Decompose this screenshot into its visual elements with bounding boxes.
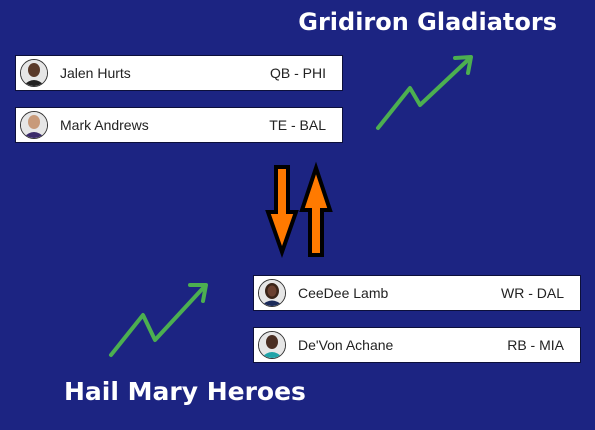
- player-position-team: WR - DAL: [501, 285, 564, 301]
- team-name-hail-mary-heroes: Hail Mary Heroes: [64, 377, 306, 406]
- player-card[interactable]: Jalen Hurts QB - PHI: [15, 55, 343, 91]
- player-position-team: RB - MIA: [507, 337, 564, 353]
- player-name: De'Von Achane: [298, 337, 394, 353]
- player-headshot-icon: [20, 111, 48, 139]
- player-card[interactable]: Mark Andrews TE - BAL: [15, 107, 343, 143]
- player-position-team: QB - PHI: [269, 65, 326, 81]
- swap-arrows-icon: [265, 161, 333, 259]
- player-card[interactable]: De'Von Achane RB - MIA: [253, 327, 581, 363]
- player-headshot-icon: [258, 279, 286, 307]
- player-headshot-icon: [258, 331, 286, 359]
- player-name: Mark Andrews: [60, 117, 149, 133]
- player-card[interactable]: CeeDee Lamb WR - DAL: [253, 275, 581, 311]
- player-name: Jalen Hurts: [60, 65, 131, 81]
- player-name: CeeDee Lamb: [298, 285, 389, 301]
- trend-up-arrow-icon: [376, 55, 473, 130]
- trend-up-arrow-icon: [109, 283, 208, 357]
- player-position-team: TE - BAL: [269, 117, 326, 133]
- player-headshot-icon: [20, 59, 48, 87]
- team-name-gridiron-gladiators: Gridiron Gladiators: [298, 8, 557, 36]
